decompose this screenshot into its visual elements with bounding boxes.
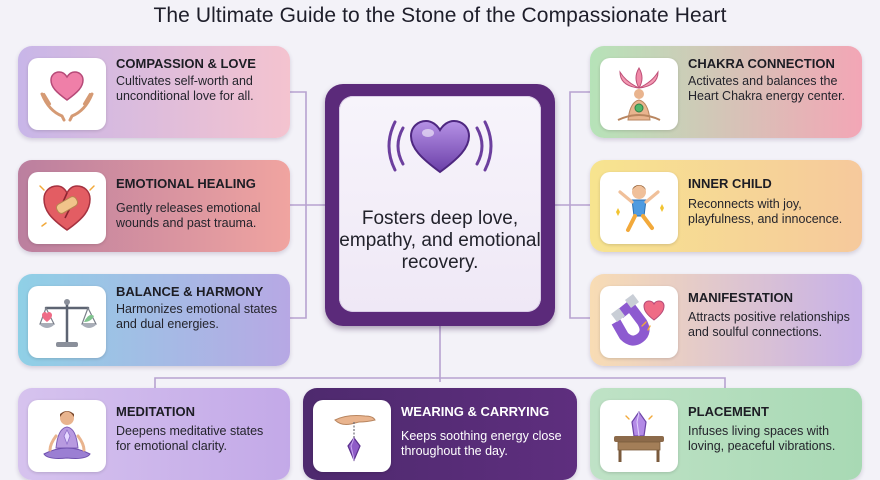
icon-container xyxy=(313,400,391,472)
card-description: Attracts positive relationships and soul… xyxy=(688,310,850,339)
hands-holding-heart-icon xyxy=(40,71,94,122)
icon-container xyxy=(600,58,678,130)
radiating-heart-icon xyxy=(387,119,493,174)
card-title: MEDITATION xyxy=(116,404,195,419)
center-text: Fosters deep love, empathy, and emotiona… xyxy=(339,208,541,273)
icon-container xyxy=(28,172,106,244)
magnet-heart-icon xyxy=(611,294,665,346)
card-inner-child: INNER CHILD Reconnects with joy, playful… xyxy=(590,160,862,252)
card-description: Reconnects with joy, playfulness, and in… xyxy=(688,197,843,226)
pendant-hand-icon xyxy=(334,415,376,462)
card-description: Activates and balances the Heart Chakra … xyxy=(688,74,846,103)
card-description: Infuses living spaces with loving, peace… xyxy=(688,424,836,453)
card-chakra-connection: CHAKRA CONNECTION Activates and balances… xyxy=(590,46,862,138)
card-balance-harmony: BALANCE & HARMONY Harmonizes emotional s… xyxy=(18,274,290,366)
bandaged-heart-icon xyxy=(39,185,95,231)
card-wearing-carrying: WEARING & CARRYING Keeps soothing energy… xyxy=(303,388,577,480)
card-title: PLACEMENT xyxy=(688,404,769,419)
card-title: EMOTIONAL HEALING xyxy=(116,176,256,191)
icon-container xyxy=(600,286,678,358)
card-manifestation: MANIFESTATION Attracts positive relation… xyxy=(590,274,862,366)
card-title: MANIFESTATION xyxy=(688,290,793,305)
page-title: The Ultimate Guide to the Stone of the C… xyxy=(153,4,727,27)
center-panel: Fosters deep love, empathy, and emotiona… xyxy=(325,84,555,326)
card-title: CHAKRA CONNECTION xyxy=(688,56,835,71)
balance-scale-icon xyxy=(39,299,97,347)
card-description: Cultivates self-worth and unconditional … xyxy=(116,74,254,103)
card-compassion-love: COMPASSION & LOVE Cultivates self-worth … xyxy=(18,46,290,138)
icon-container xyxy=(600,400,678,472)
card-emotional-healing: EMOTIONAL HEALING Gently releases emotio… xyxy=(18,160,290,252)
card-description: Harmonizes emotional states and dual ene… xyxy=(116,302,278,331)
icon-container xyxy=(28,400,106,472)
card-description: Keeps soothing energy close throughout t… xyxy=(401,429,562,458)
card-title: WEARING & CARRYING xyxy=(401,404,550,419)
card-meditation: MEDITATION Deepens meditative states for… xyxy=(18,388,290,480)
icon-container xyxy=(28,58,106,130)
card-title: BALANCE & HARMONY xyxy=(116,284,264,299)
icon-container xyxy=(28,286,106,358)
icon-container xyxy=(600,172,678,244)
crystal-on-table-icon xyxy=(614,410,664,462)
center-inner-panel: Fosters deep love, empathy, and emotiona… xyxy=(339,96,541,312)
card-title: COMPASSION & LOVE xyxy=(116,56,256,71)
jumping-child-icon xyxy=(616,185,664,232)
meditating-person-icon xyxy=(43,411,91,459)
lotus-chakra-icon xyxy=(617,67,661,121)
card-title: INNER CHILD xyxy=(688,176,772,191)
card-description: Deepens meditative states for emotional … xyxy=(116,424,264,453)
card-description: Gently releases emotional wounds and pas… xyxy=(116,201,261,230)
card-placement: PLACEMENT Infuses living spaces with lov… xyxy=(590,388,862,480)
